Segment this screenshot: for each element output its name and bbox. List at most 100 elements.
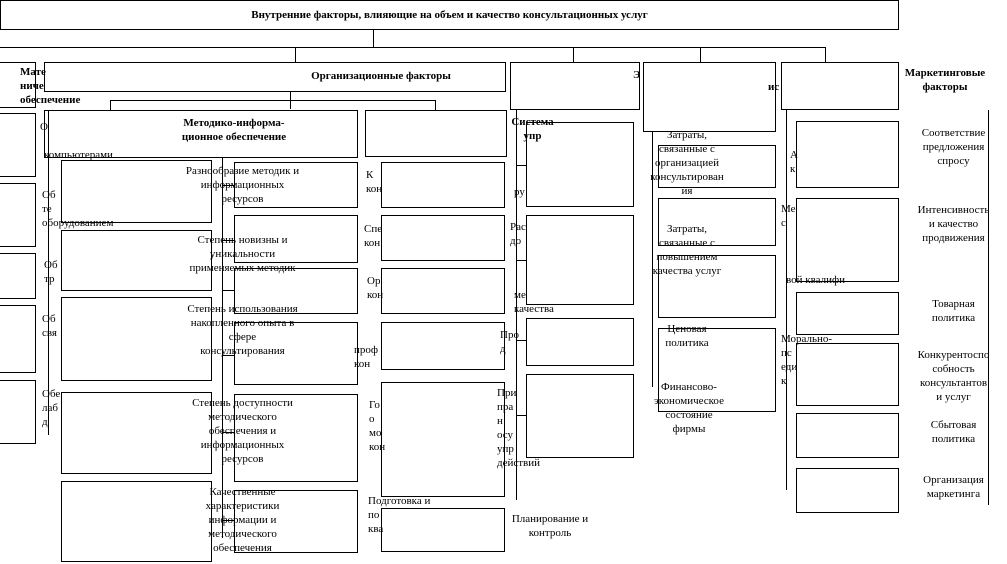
organizational-category-label: Организационные факторы	[311, 70, 451, 82]
personnel-fragment: Спе кон	[364, 223, 383, 249]
management-item-label: ру	[514, 186, 525, 198]
connector-line	[373, 30, 374, 47]
quality-fragment: Морально- пс еди к	[781, 333, 833, 387]
economic-item-label: Ценовая политика	[665, 323, 709, 349]
material-fragment: Об те оборудованием	[42, 189, 114, 229]
economic-item-label: Затраты, связанные с повышением качества…	[652, 223, 722, 277]
connector-line	[516, 110, 517, 500]
marketing-item-label: Товарная политика	[931, 298, 976, 324]
management-item-label: Про д	[500, 329, 519, 355]
connector-line	[516, 260, 526, 261]
connector-line	[652, 132, 653, 387]
management-item-box	[526, 374, 634, 458]
personnel-item-box	[381, 322, 505, 370]
quality-fragment: Ме с	[781, 203, 796, 229]
methodical-item-box	[61, 481, 212, 562]
methodical-item-label: Разнообразие методик и информационных ре…	[185, 165, 300, 205]
economic-item-label: Финансово- экономическое состояние фирмы	[654, 381, 724, 435]
methodical-item-label: Степень новизны и уникальности применяем…	[189, 234, 296, 274]
economic-item-box	[658, 328, 776, 412]
methodical-item-box	[234, 322, 358, 385]
methodical-header-box	[44, 110, 358, 158]
personnel-fragment: Ор кон	[367, 275, 384, 301]
methodical-item-box	[61, 230, 212, 291]
methodical-item-box	[234, 268, 358, 314]
methodical-item-box	[61, 160, 212, 223]
connector-line	[222, 355, 234, 356]
economic-item-box	[658, 145, 776, 188]
methodical-item-box	[234, 162, 358, 208]
methodical-item-label: Степень использования накопленного опыта…	[187, 303, 298, 357]
quality-item-box	[796, 292, 899, 335]
methodical-item-label: Качественные характеристики информации и…	[205, 486, 280, 554]
quality-item-box	[796, 413, 899, 458]
material-fragment: Об свя	[42, 313, 57, 339]
main-title: Внутренние факторы, влияющие на объем и …	[251, 9, 648, 21]
personnel-fragment: Го о мо кон	[369, 399, 386, 453]
connector-line	[222, 185, 234, 186]
economic-item-box	[658, 255, 776, 318]
quality-header-box	[781, 62, 899, 110]
connector-line	[786, 110, 787, 490]
personnel-item-box	[381, 162, 505, 208]
methodical-item-box	[234, 490, 358, 553]
material-item-box	[0, 253, 36, 299]
management-header-box	[510, 62, 640, 110]
connector-line	[222, 158, 223, 538]
connector-line	[516, 340, 526, 341]
quality-item-box	[796, 121, 899, 188]
quality-item-box	[796, 198, 899, 282]
material-fragment: О	[40, 121, 48, 133]
connector-line	[516, 415, 526, 416]
quality-fragment: вой квалифи	[786, 274, 846, 286]
methodical-item-label: Степень доступности методического обеспе…	[192, 397, 293, 465]
material-category-label: Мате ниче обеспечение	[20, 66, 81, 106]
personnel-item-box	[381, 215, 505, 261]
main-title-box	[0, 0, 899, 30]
connector-line	[48, 110, 49, 435]
connector-line	[573, 47, 574, 62]
connector-line	[295, 47, 296, 62]
methodical-title: Методико-информа- ционное обеспечение	[181, 117, 287, 143]
methodical-item-box	[61, 297, 212, 381]
organizational-category-box	[44, 62, 506, 92]
marketing-item-label: Соответствие предложения спросу	[921, 127, 986, 167]
material-item-box	[0, 380, 36, 444]
connector-line	[222, 432, 234, 433]
material-category-box	[0, 62, 36, 108]
economic-category-fragment: Э	[633, 69, 641, 81]
marketing-item-label: Интенсивность и качество продвижения	[917, 204, 990, 244]
connector-line	[700, 47, 701, 62]
methodical-item-box	[234, 215, 358, 263]
management-item-label: При пра н осу упр действий	[497, 387, 541, 469]
management-item-box	[526, 215, 634, 305]
management-item-box	[526, 122, 634, 207]
marketing-category-label: Маркетинговые факторы	[899, 66, 991, 94]
management-item-label: Рас до	[510, 221, 526, 247]
connector-line	[435, 100, 436, 110]
connector-line	[222, 520, 234, 521]
connector-line	[222, 290, 234, 291]
material-fragment: Об тр	[44, 259, 58, 285]
personnel-item-box	[381, 508, 505, 552]
personnel-item-box	[365, 110, 507, 157]
marketing-item-label: Сбытовая политика	[930, 419, 977, 445]
connector-line	[988, 110, 989, 505]
connector-line	[222, 240, 234, 241]
material-item-box	[0, 113, 36, 177]
quality-item-box	[796, 468, 899, 513]
connector-line	[110, 100, 111, 110]
management-item-label: Планирование и контроль	[511, 513, 589, 539]
quality-item-box	[796, 343, 899, 406]
connector-line	[516, 165, 526, 166]
quality-fragment: А к	[790, 149, 798, 175]
personnel-fragment: Подготовка и по ква	[368, 495, 431, 535]
material-item-box	[0, 305, 36, 373]
material-fragment: Обе лаб д	[42, 388, 61, 428]
material-item-box	[0, 183, 36, 247]
personnel-item-box	[381, 268, 505, 314]
material-fragment: компьютерами	[44, 149, 113, 161]
personnel-fragment: К кон	[366, 169, 383, 195]
marketing-item-label: Организация маркетинга	[923, 474, 984, 500]
economic-item-box	[658, 198, 776, 246]
